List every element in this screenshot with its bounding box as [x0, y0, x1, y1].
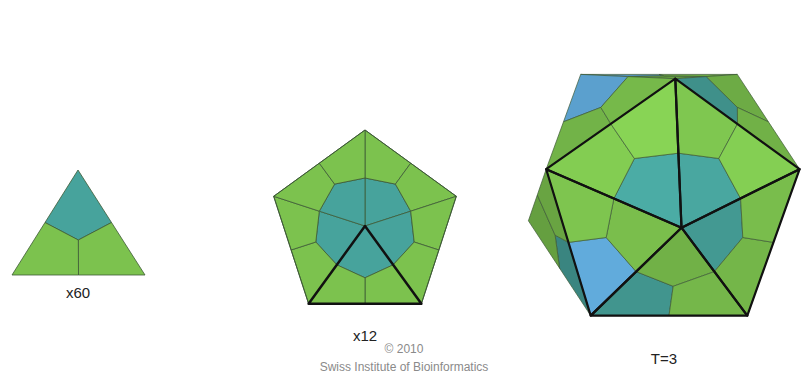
face-outline: [546, 79, 681, 228]
protein-subunit: [365, 265, 421, 304]
pentamer-face: [274, 130, 457, 304]
protein-subunit: [319, 130, 365, 184]
copyright-note: Swiss Institute of Bioinformatics: [320, 361, 489, 375]
protein-subunit: [12, 223, 79, 276]
figure-caption: x60: [66, 284, 90, 301]
figure-caption: T=3: [651, 350, 677, 367]
protein-subunit: [411, 196, 457, 250]
protein-subunit: [714, 238, 773, 316]
figure-caption: x12: [353, 327, 377, 344]
protein-subunit: [78, 223, 145, 276]
face-outline: [546, 169, 681, 315]
asymmetric-unit: [12, 170, 145, 275]
copyright-note: © 2010: [385, 343, 424, 357]
pentagon-outline: [274, 130, 457, 304]
face-outline: [682, 169, 800, 315]
protein-subunit: [611, 79, 679, 159]
face-outline: [675, 79, 799, 228]
capsid-shell: [528, 74, 799, 315]
triangle-outline: [309, 226, 422, 304]
